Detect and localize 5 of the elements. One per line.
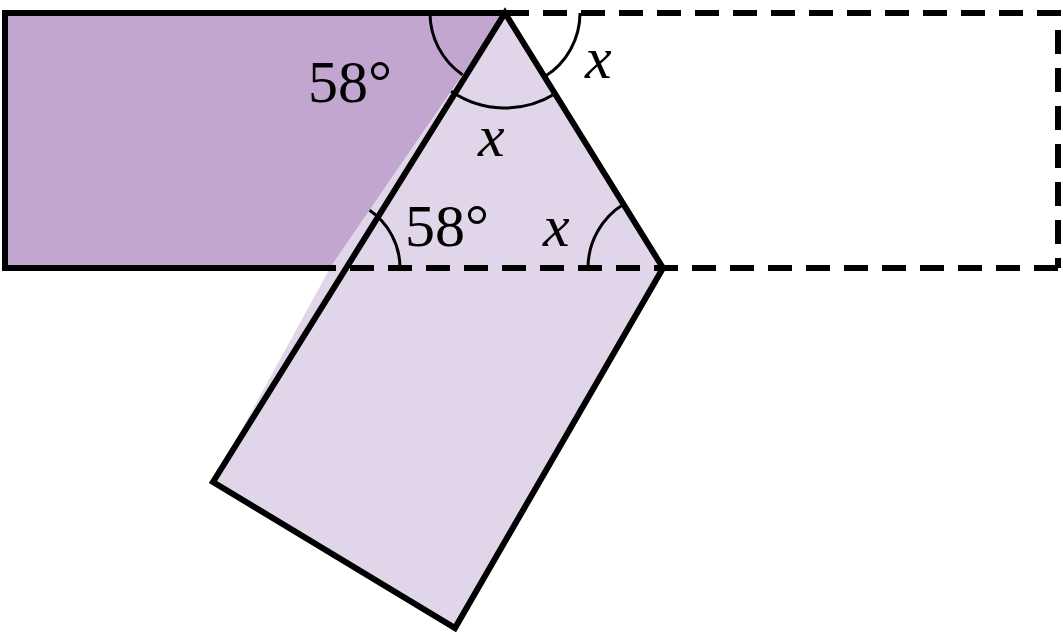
angle-variable-label: x <box>543 196 570 256</box>
angle-variable-label: x <box>585 28 612 88</box>
angle-label: 58° <box>405 196 489 256</box>
angle-label: 58° <box>308 52 392 112</box>
angle-variable-label: x <box>478 106 505 166</box>
